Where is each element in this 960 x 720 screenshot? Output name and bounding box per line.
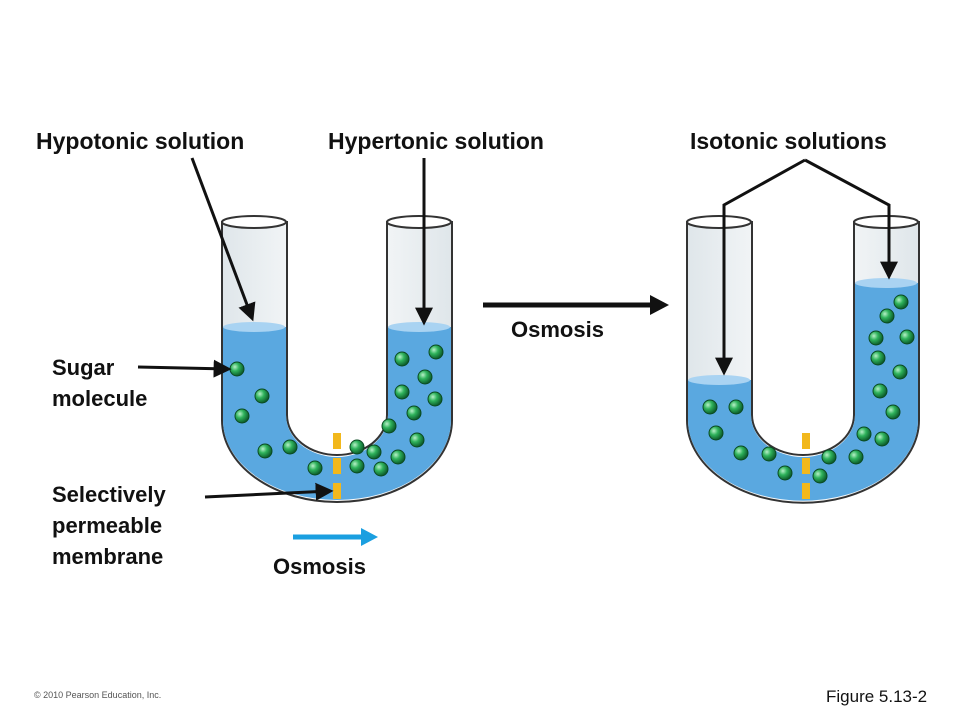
membrane-segment — [333, 483, 341, 499]
copyright-notice: © 2010 Pearson Education, Inc. — [34, 690, 162, 700]
sugar-molecule — [229, 361, 245, 377]
membrane-segment — [333, 458, 341, 474]
tube-right-surface-right — [855, 278, 917, 288]
sugar-molecule — [349, 439, 365, 455]
membrane-pointer-arrow — [204, 482, 334, 501]
sugar-molecules-left-tube — [229, 344, 444, 477]
sugar-molecule — [728, 399, 744, 415]
sugar-molecule — [428, 344, 444, 360]
sugar-molecule — [381, 418, 397, 434]
sugar-molecule — [257, 443, 273, 459]
hypotonic-pointer-arrow — [190, 157, 256, 322]
tube-left-surface-hypertonic — [388, 322, 450, 332]
sugar-molecule — [885, 404, 901, 420]
sugar-molecules-right-tube — [702, 294, 915, 484]
sugar-molecule — [427, 391, 443, 407]
tube-right-opening-right — [853, 215, 919, 229]
isotonic-pointer-arrow-right — [804, 158, 898, 280]
sugar-molecule — [282, 439, 298, 455]
sugar-molecule — [899, 329, 915, 345]
sugar-molecule — [702, 399, 718, 415]
sugar-label-line2: molecule — [52, 386, 148, 411]
membrane-label-line2: permeable — [52, 513, 163, 538]
sugar-pointer-arrow — [137, 359, 232, 378]
sugar-molecule — [254, 388, 270, 404]
sugar-molecule — [394, 384, 410, 400]
sugar-molecule — [409, 432, 425, 448]
sugar-molecule — [892, 364, 908, 380]
membrane-label: Selectively permeable membrane — [52, 479, 166, 572]
sugar-molecule — [821, 449, 837, 465]
membrane-segment — [802, 433, 810, 449]
sugar-molecule — [366, 444, 382, 460]
tube-left-opening-left — [221, 215, 287, 229]
isotonic-pointer-arrow-left — [715, 158, 806, 376]
sugar-molecule — [733, 445, 749, 461]
hypertonic-solution-label: Hypertonic solution — [328, 128, 544, 154]
sugar-molecule — [879, 308, 895, 324]
osmosis-process-arrow — [483, 295, 669, 315]
u-tube-after — [686, 215, 920, 504]
osmosis-label-bottom: Osmosis — [273, 554, 366, 579]
membrane-label-line3: membrane — [52, 544, 164, 569]
sugar-molecule — [812, 468, 828, 484]
osmosis-direction-arrow — [293, 528, 378, 546]
tube-right-water — [688, 283, 918, 501]
sugar-molecule — [349, 458, 365, 474]
osmosis-label-top: Osmosis — [511, 317, 604, 342]
sugar-molecule — [893, 294, 909, 310]
sugar-molecule — [777, 465, 793, 481]
tube-right-surface-left — [688, 375, 750, 385]
figure-number: Figure 5.13-2 — [826, 687, 928, 706]
membrane-label-line1: Selectively — [52, 482, 166, 507]
membrane-segment — [802, 483, 810, 499]
sugar-molecule — [307, 460, 323, 476]
isotonic-solutions-label: Isotonic solutions — [690, 128, 887, 154]
sugar-label-line1: Sugar — [52, 355, 115, 380]
tube-left-surface-hypotonic — [223, 322, 285, 332]
sugar-molecule — [708, 425, 724, 441]
sugar-molecule — [870, 350, 886, 366]
sugar-molecule — [848, 449, 864, 465]
membrane-segment — [333, 433, 341, 449]
tube-right-opening-left — [686, 215, 752, 229]
sugar-molecule — [373, 461, 389, 477]
pointer-arrows — [137, 157, 898, 501]
membrane-segment — [802, 458, 810, 474]
sugar-molecule — [390, 449, 406, 465]
sugar-molecule — [394, 351, 410, 367]
sugar-molecule — [406, 405, 422, 421]
sugar-molecule — [761, 446, 777, 462]
sugar-molecule — [417, 369, 433, 385]
sugar-molecule-label: Sugar molecule — [52, 352, 147, 414]
sugar-molecule — [234, 408, 250, 424]
hypotonic-solution-label: Hypotonic solution — [36, 128, 245, 154]
sugar-molecule — [856, 426, 872, 442]
sugar-molecule — [868, 330, 884, 346]
u-tube-before — [221, 215, 453, 503]
sugar-molecule — [874, 431, 890, 447]
sugar-molecule — [872, 383, 888, 399]
tube-left-opening-right — [386, 215, 452, 229]
